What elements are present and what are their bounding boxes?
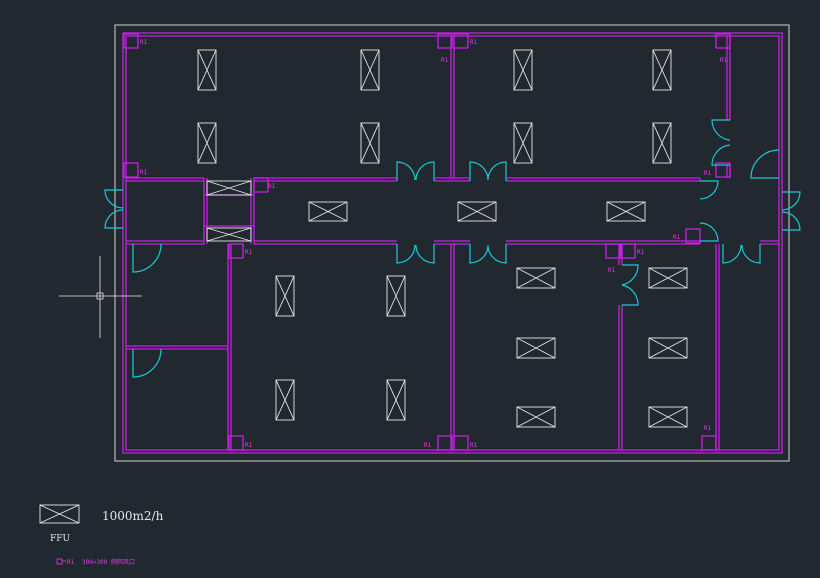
ffu-unit bbox=[197, 49, 217, 91]
legend: 1000m2/h FFU R1 300×300 侧回风口 bbox=[39, 504, 164, 566]
doors bbox=[104, 119, 801, 378]
legend-airflow: 1000m2/h bbox=[102, 509, 164, 523]
ffu-unit bbox=[516, 406, 556, 428]
vent-tags: R1 R1 R1 R1 R1 R1 R1 R1 R1 R1 R1 R1 R1 R… bbox=[140, 39, 728, 449]
ffu-unit bbox=[308, 201, 348, 222]
ffu-unit bbox=[275, 275, 295, 317]
ffu-unit bbox=[513, 49, 533, 91]
ffu-units bbox=[197, 49, 688, 428]
ffu-unit bbox=[360, 49, 380, 91]
vent-tag: R1 bbox=[704, 425, 712, 432]
ffu-unit bbox=[652, 49, 672, 91]
ffu-unit bbox=[360, 122, 380, 164]
legend-ffu-caption: FFU bbox=[50, 534, 70, 544]
vent-tag: R1 bbox=[704, 170, 712, 177]
ffu-unit bbox=[457, 201, 497, 222]
ffu-unit bbox=[197, 122, 217, 164]
ffu-unit bbox=[606, 201, 646, 222]
vent-tag: R1 bbox=[673, 234, 681, 241]
crosshair-cursor bbox=[59, 256, 142, 338]
exterior-walls bbox=[122, 32, 783, 454]
legend-vent-desc: 300×300 侧回风口 bbox=[82, 558, 135, 566]
vent-boxes bbox=[123, 33, 731, 451]
vent-tag: R1 bbox=[245, 442, 253, 449]
vent-tag: R1 bbox=[608, 267, 616, 274]
ffu-unit bbox=[648, 406, 688, 428]
ffu-unit bbox=[206, 180, 252, 196]
drawing-frame bbox=[114, 24, 790, 462]
ffu-unit bbox=[386, 379, 406, 421]
vent-tag: R1 bbox=[140, 39, 148, 46]
ffu-unit bbox=[206, 227, 252, 242]
legend-ffu-symbol bbox=[39, 504, 80, 524]
legend-vent-symbol-icon bbox=[56, 558, 66, 565]
ffu-unit bbox=[648, 267, 688, 289]
vent-tag: R1 bbox=[268, 183, 276, 190]
vent-tag: R1 bbox=[140, 169, 148, 176]
ffu-unit bbox=[386, 275, 406, 317]
ffu-unit bbox=[513, 122, 533, 164]
vent-tag: R1 bbox=[441, 57, 449, 64]
vent-tag: R1 bbox=[720, 57, 728, 64]
ffu-unit bbox=[652, 122, 672, 164]
ffu-unit bbox=[516, 267, 556, 289]
ffu-unit bbox=[648, 337, 688, 359]
ffu-unit bbox=[275, 379, 295, 421]
vent-tag: R1 bbox=[637, 249, 645, 256]
vent-tag: R1 bbox=[470, 39, 478, 46]
vent-tag: R1 bbox=[424, 442, 432, 449]
legend-vent-symbol: R1 bbox=[67, 559, 75, 566]
vent-tag: R1 bbox=[470, 442, 478, 449]
interior-walls bbox=[126, 36, 779, 450]
vent-tag: R1 bbox=[245, 249, 253, 256]
ffu-unit bbox=[516, 337, 556, 359]
